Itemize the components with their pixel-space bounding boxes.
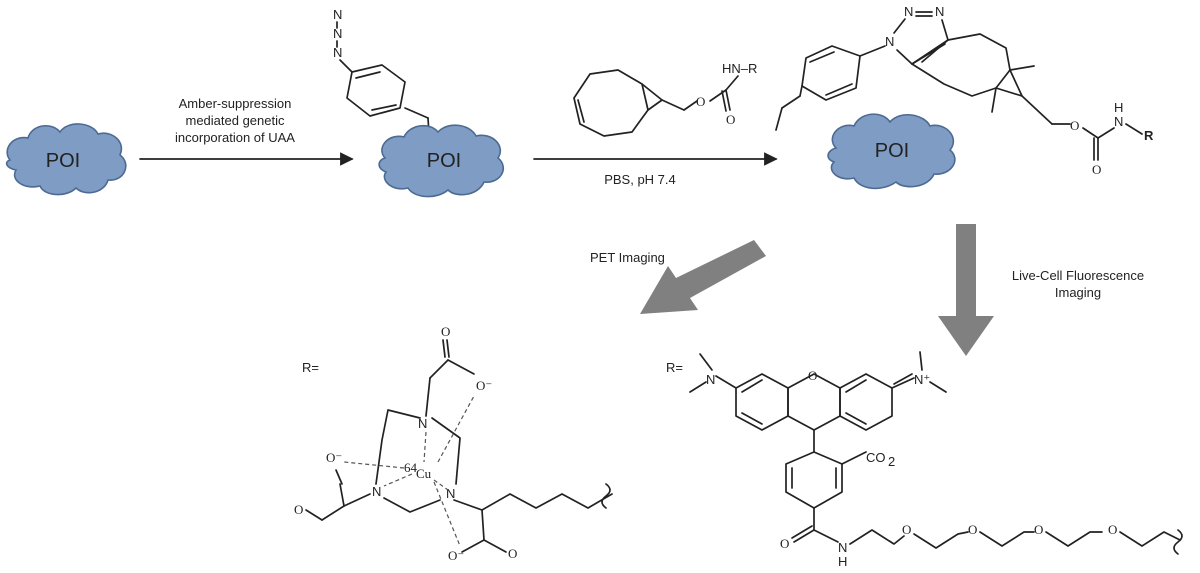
poi-label-3: POI (875, 140, 909, 162)
svg-text:O: O (780, 536, 789, 551)
poi-label-1: POI (46, 150, 80, 172)
triazole-product-structure: N N N O O N H R (775, 4, 1154, 177)
svg-text:O: O (726, 112, 735, 127)
svg-text:O: O (1034, 522, 1043, 537)
svg-text:O: O (1070, 118, 1079, 133)
tamra-peg-structure: N O N⁺ CO 2 O N H (689, 351, 1183, 569)
copper-64-label: Cu (416, 466, 432, 481)
svg-text:N: N (838, 540, 847, 555)
svg-text:N: N (706, 372, 715, 387)
svg-text:O: O (808, 368, 817, 383)
poi-cloud-2: POI (378, 124, 504, 198)
svg-text:O⁻: O⁻ (448, 548, 464, 563)
r-label-left: R= (302, 360, 319, 375)
poi-label-2: POI (427, 150, 461, 172)
svg-text:O: O (508, 546, 517, 561)
svg-text:N: N (904, 4, 913, 19)
svg-text:O: O (1108, 522, 1117, 537)
r-label-right: R= (666, 360, 683, 375)
step1-text-line2: mediated genetic (185, 113, 285, 128)
svg-text:H: H (1114, 100, 1123, 115)
svg-text:N: N (333, 26, 342, 41)
svg-text:R: R (1144, 128, 1154, 143)
svg-text:64: 64 (404, 460, 418, 475)
hn-r-label: HN–R (722, 61, 757, 76)
pet-imaging-arrow (640, 240, 766, 314)
svg-text:N: N (418, 416, 427, 431)
pet-imaging-label: PET Imaging (590, 250, 665, 265)
step1-text-line1: Amber-suppression (179, 96, 292, 111)
svg-text:O⁻: O⁻ (476, 378, 492, 393)
svg-text:N: N (333, 45, 342, 60)
svg-text:N: N (1114, 114, 1123, 129)
svg-text:N⁺: N⁺ (914, 372, 930, 387)
fluorescence-label-line1: Live-Cell Fluorescence (1012, 268, 1144, 283)
step2-condition: PBS, pH 7.4 (604, 172, 676, 187)
svg-text:O: O (294, 502, 303, 517)
svg-text:O⁻: O⁻ (326, 450, 342, 465)
poi-cloud-1: POI (5, 123, 127, 196)
svg-text:N: N (372, 484, 381, 499)
carboxylate-label: CO (866, 450, 886, 465)
svg-text:N: N (935, 4, 944, 19)
svg-text:N: N (446, 486, 455, 501)
fluorescence-label-line2: Imaging (1055, 285, 1101, 300)
bcn-reagent-structure: O O HN–R (573, 61, 757, 137)
poi-cloud-3: POI (827, 113, 956, 190)
svg-text:N: N (885, 34, 894, 49)
fluorescence-imaging-arrow (938, 224, 994, 356)
svg-text:O: O (441, 324, 450, 339)
svg-text:H: H (838, 554, 847, 569)
step1-text-line3: incorporation of UAA (175, 130, 295, 145)
svg-text:O: O (1092, 162, 1101, 177)
svg-text:2: 2 (888, 454, 895, 469)
svg-text:O: O (696, 94, 705, 109)
azide-n3: N (333, 7, 342, 22)
svg-text:O: O (902, 522, 911, 537)
cu64-chelator-structure: N N N O O⁻ O O⁻ O⁻ O 64 Cu (294, 324, 613, 563)
svg-text:O: O (968, 522, 977, 537)
